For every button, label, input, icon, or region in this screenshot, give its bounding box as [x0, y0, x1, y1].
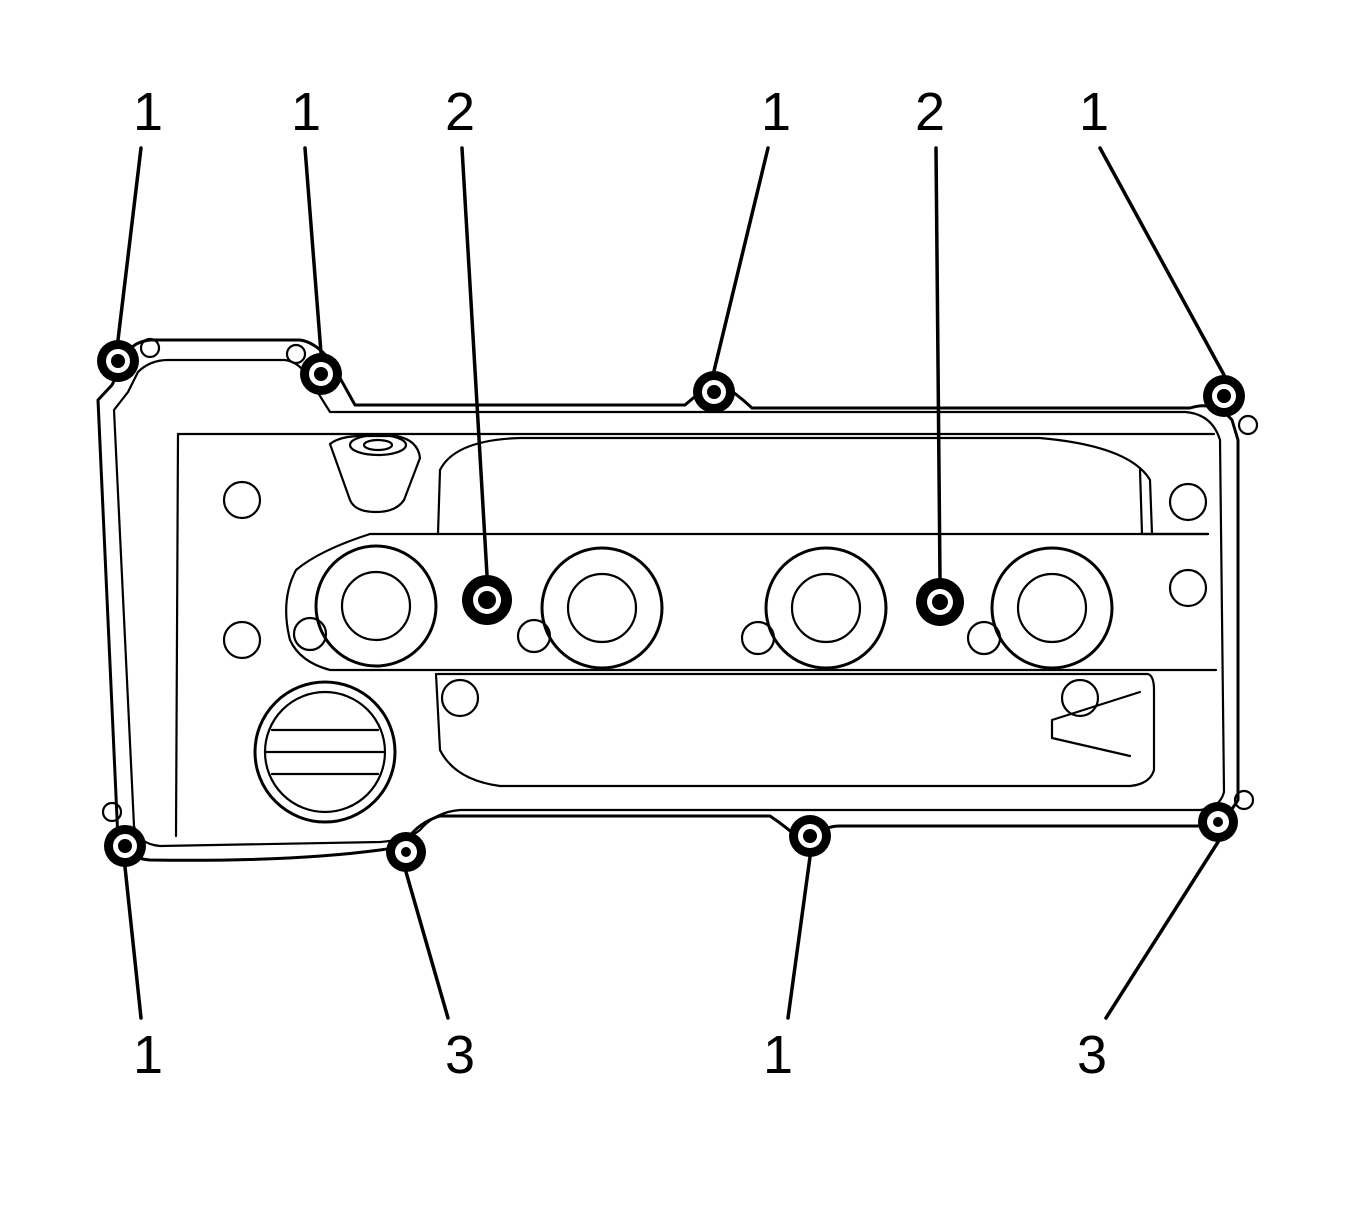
leader-lines [116, 146, 1226, 1020]
leader-line [303, 146, 323, 355]
bolt-1-front-left [97, 340, 139, 382]
leader-line [1104, 840, 1220, 1020]
bolt-2-right [916, 578, 964, 626]
callout-label: 1 [761, 82, 791, 142]
leader-line [1098, 146, 1226, 377]
leader-line [712, 146, 770, 373]
leader-line [116, 146, 143, 342]
leader-line [404, 870, 450, 1020]
bolt-1-top-second [300, 353, 342, 395]
bolt-1-top-right [1203, 375, 1245, 417]
callout-label: 1 [133, 1025, 163, 1085]
bolt-3-left [386, 832, 426, 872]
callout-labels: 1 1 2 1 2 1 1 3 1 3 [133, 82, 1109, 1085]
bolt-1-bottom-left [104, 825, 146, 867]
bolt-2-left [462, 575, 512, 625]
callout-label: 1 [133, 82, 163, 142]
leader-line [460, 146, 489, 577]
bolt-1-bottom-center [789, 815, 831, 857]
callout-label: 1 [763, 1025, 793, 1085]
bolts [97, 340, 1245, 872]
leader-line [123, 865, 143, 1020]
callout-label: 2 [445, 82, 475, 142]
callout-label: 3 [1077, 1025, 1107, 1085]
valve-cover-body [96, 337, 1259, 862]
bolt-1-top-center [693, 371, 735, 413]
callout-label: 3 [445, 1025, 475, 1085]
bolt-3-right [1198, 802, 1238, 842]
leader-line [786, 855, 812, 1020]
leader-line [934, 146, 942, 580]
callout-label: 2 [915, 82, 945, 142]
callout-label: 1 [291, 82, 321, 142]
callout-label: 1 [1079, 82, 1109, 142]
